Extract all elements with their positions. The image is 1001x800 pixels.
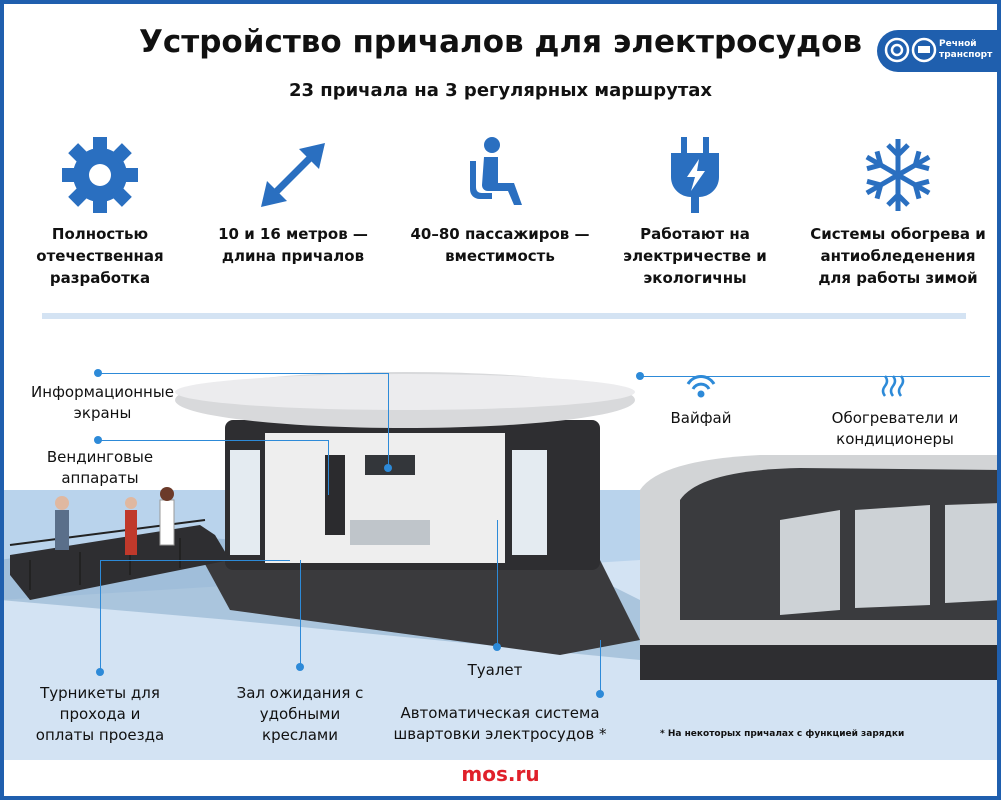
river-transport-logo: Речной транспорт (877, 30, 997, 72)
seated-person-icon (470, 137, 522, 205)
feature-label: 40–80 пассажиров — вместимость (410, 225, 590, 265)
wifi-icon (686, 374, 716, 398)
feature-label: Системы обогрева и антиобледенения для р… (810, 225, 986, 287)
passengers (55, 487, 175, 555)
gear-icon (62, 137, 138, 213)
feature-domestic: Полностью отечественная разработка (5, 135, 195, 289)
callout-vending: Вендинговые аппараты (46, 448, 154, 487)
feature-label: Работают на электричестве и экологичны (623, 225, 767, 287)
snowflake-icon (865, 139, 931, 211)
heat-waves-icon (881, 375, 905, 397)
footnote: * На некоторых причалах с функцией заряд… (660, 729, 905, 739)
section-divider (42, 313, 966, 319)
feature-electric: Работают на электричестве и экологичны (600, 135, 790, 289)
callout-heaters: Обогреватели и кондиционеры (831, 409, 959, 448)
pier-illustration (0, 372, 1001, 760)
callout-turnstiles: Турникеты для прохода и оплаты проезда (35, 684, 165, 744)
feature-label: Полностью отечественная разработка (36, 225, 164, 287)
page-subtitle: 23 причала на 3 регулярных маршрутах (288, 80, 713, 101)
feature-length: 10 и 16 метров — длина причалов (198, 135, 388, 267)
gangway (10, 525, 230, 600)
callout-wifi: Вайфай (670, 409, 732, 427)
logo-pin-icon (884, 37, 937, 63)
callout-screens: Информационные экраны (31, 383, 174, 422)
feature-capacity: 40–80 пассажиров — вместимость (405, 135, 595, 267)
feature-label: 10 и 16 метров — длина причалов (218, 225, 368, 265)
double-arrow-icon (261, 143, 325, 207)
plug-lightning-icon (671, 137, 719, 213)
callout-mooring: Автоматическая система швартовки электро… (393, 704, 607, 743)
feature-winter: Системы обогрева и антиобледенения для р… (803, 135, 993, 289)
footer-site[interactable]: mos.ru (461, 762, 540, 786)
logo-text-1: Речной (939, 39, 977, 49)
callout-toilet: Туалет (467, 661, 523, 679)
logo-text-2: транспорт (939, 50, 993, 60)
callout-waiting-hall: Зал ожидания с удобными креслами (236, 684, 364, 744)
pontoon (200, 555, 640, 655)
page-title: Устройство причалов для электросудов (138, 24, 863, 60)
